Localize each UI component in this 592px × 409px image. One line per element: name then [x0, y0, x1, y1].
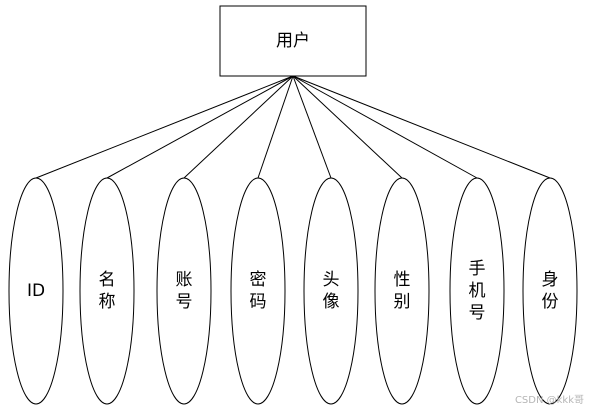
attribute-label: 账号 — [176, 270, 193, 312]
connector-line — [292, 75, 332, 179]
attribute-label: 头像 — [323, 270, 340, 312]
attribute-ellipse — [8, 177, 64, 405]
attribute-ellipse — [79, 177, 135, 405]
attribute-ellipse — [303, 177, 359, 405]
connector-line — [106, 75, 294, 179]
connector-line — [292, 75, 403, 179]
attribute-label: ID — [27, 281, 45, 301]
connector-lines — [35, 75, 551, 179]
attribute-ellipse — [374, 177, 430, 405]
attribute-label: 名称 — [99, 270, 116, 312]
watermark: CSDN @kkk哥 — [514, 395, 584, 406]
attribute-label: 身份 — [542, 270, 559, 312]
connector-line — [292, 75, 478, 179]
entity-label: 用户 — [276, 31, 310, 51]
attribute-ellipses: ID 名称 账号 密码 头像 性别 手机号 身份 — [8, 177, 578, 405]
connector-line — [292, 75, 551, 179]
attribute-ellipse — [522, 177, 578, 405]
attribute-label: 性别 — [394, 270, 411, 312]
attribute-label: 手机号 — [469, 259, 486, 323]
attribute-ellipse — [449, 177, 505, 405]
connector-line — [257, 75, 294, 179]
connector-line — [35, 75, 294, 179]
attribute-ellipse — [230, 177, 286, 405]
attribute-ellipse — [156, 177, 212, 405]
entity-box — [219, 5, 367, 77]
attribute-label: 密码 — [250, 270, 267, 312]
connector-line — [183, 75, 294, 179]
